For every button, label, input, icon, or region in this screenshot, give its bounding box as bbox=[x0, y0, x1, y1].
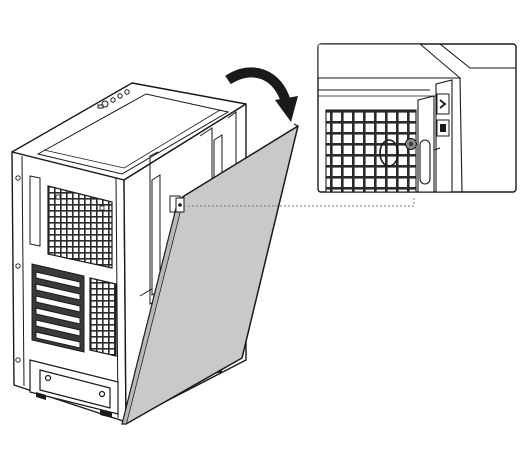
callout-leader bbox=[184, 196, 415, 207]
side-glass-panel[interactable] bbox=[121, 123, 299, 425]
front-screws bbox=[15, 175, 21, 363]
top-glass-panel bbox=[36, 93, 230, 175]
top-io-buttons bbox=[97, 89, 130, 109]
ellipse-highlight-icon bbox=[379, 139, 399, 167]
rear-vent-mesh bbox=[89, 277, 117, 357]
expansion-slots bbox=[31, 263, 85, 353]
thumbscrew-icon bbox=[405, 138, 417, 150]
psu-bay bbox=[29, 359, 119, 415]
chevron-right-icon bbox=[436, 93, 450, 115]
curved-arrow-icon bbox=[225, 67, 298, 122]
detail-inset bbox=[317, 43, 517, 193]
front-fan-grille bbox=[47, 185, 113, 269]
